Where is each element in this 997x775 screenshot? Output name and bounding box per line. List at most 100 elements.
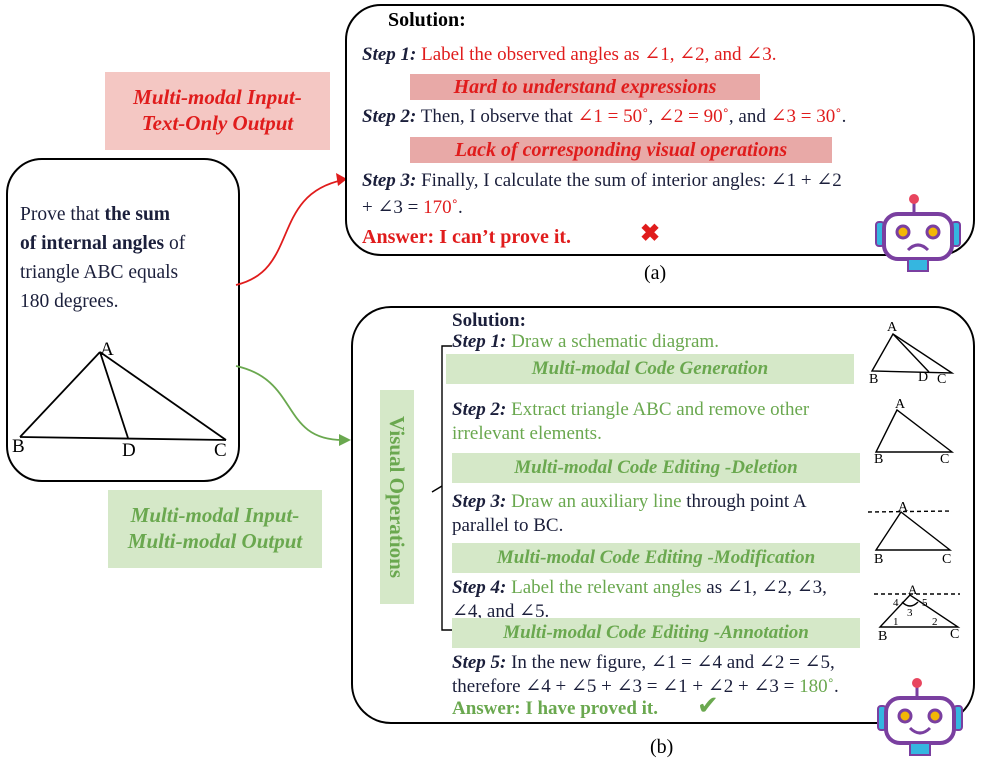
fig2-label-a: A: [895, 397, 906, 412]
panel-b-band-code-editing-deletion: Multi-modal Code Editing -Deletion: [452, 453, 860, 483]
panel-b-step3: Step 3: Draw an auxiliary line through p…: [452, 490, 807, 538]
happy-robot-icon: [877, 678, 963, 756]
panel-a-step3-line2-pre: + ∠3 =: [362, 197, 424, 218]
panel-a-caption: (a): [644, 262, 667, 284]
label-text-only-line2: Text-Only Output: [141, 111, 294, 135]
label-text-only-output: Multi-modal Input- Text-Only Output: [105, 72, 330, 150]
panel-b-solution-label: Solution:: [452, 310, 526, 331]
panel-b-step4-line2: ∠4, and ∠5.: [452, 601, 550, 622]
fig4-label-b: B: [878, 629, 888, 644]
arrow-to-panel-b: [235, 365, 344, 441]
panel-b-answer: Answer: I have proved it.: [452, 698, 659, 719]
visual-operations-label: Visual Operations: [380, 390, 414, 604]
panel-a-step3-line2-red: 170˚: [423, 197, 458, 218]
panel-a-step3: Step 3: Finally, I calculate the sum of …: [362, 167, 842, 221]
panel-b-step5: Step 5: In the new figure, ∠1 = ∠4 and ∠…: [452, 651, 839, 699]
question-line3: triangle ABC equals: [20, 262, 179, 283]
label-multimodal-line1: Multi-modal Input-: [130, 503, 300, 527]
check-icon: ✔: [697, 691, 719, 720]
panel-b-step2-line1: Extract triangle ABC and remove other: [511, 399, 810, 420]
label-multimodal-output: Multi-modal Input- Multi-modal Output: [108, 490, 322, 568]
question-line4: 180 degrees.: [20, 291, 119, 312]
fig1-label-d: D: [918, 370, 929, 385]
fig4-label-5: 5: [922, 597, 928, 609]
fig4-label-c: C: [950, 627, 960, 642]
panel-a-band-lack-visual-ops: Lack of corresponding visual operations: [410, 137, 832, 163]
panel-b-step1: Step 1: Draw a schematic diagram.: [452, 330, 719, 354]
panel-b-step3-label: Step 3:: [452, 491, 507, 512]
question-line2-bold: of internal angles: [20, 233, 165, 254]
fig4-label-a: A: [908, 582, 918, 597]
panel-b-step4-label: Step 4:: [452, 577, 507, 598]
panel-a-step3-text: Finally, I calculate the sum of interior…: [421, 170, 842, 191]
question-label-c: C: [214, 440, 227, 461]
panel-b-step1-label: Step 1:: [452, 331, 507, 352]
panel-b-band-code-editing-annotation: Multi-modal Code Editing -Annotation: [452, 618, 860, 648]
question-line2-post: of: [164, 233, 186, 254]
fig1-label-b: B: [869, 372, 879, 387]
fig2-label-c: C: [940, 452, 950, 467]
panel-b-step2: Step 2: Extract triangle ABC and remove …: [452, 398, 809, 446]
cross-icon: ✖: [640, 221, 661, 247]
panel-b-step2-line2: irrelevant elements.: [452, 423, 602, 444]
panel-b-step5-line2-end: .: [833, 676, 839, 697]
panel-a-step2: Step 2: Then, I observe that ∠1 = 50˚, ∠…: [362, 105, 846, 129]
panel-b-step5-label: Step 5:: [452, 652, 507, 673]
panel-b-step4: Step 4: Label the relevant angles as ∠1,…: [452, 576, 827, 624]
fig3-label-b: B: [874, 552, 884, 567]
panel-a-step2-end: .: [841, 106, 847, 127]
panel-a-band-hard-expressions: Hard to understand expressions: [410, 74, 760, 100]
arrow-to-panel-a: [235, 179, 344, 286]
question-line1-bold: the sum: [104, 204, 171, 225]
fig3-label-a: A: [898, 500, 909, 515]
panel-a-step1-text: Label the observed angles as ∠1, ∠2, and…: [421, 44, 777, 65]
label-text-only-line1: Multi-modal Input-: [133, 85, 302, 109]
panel-a-step2-sep2: , and: [728, 106, 771, 127]
panel-b-step3-green: Draw an auxiliary line: [511, 491, 682, 512]
question-label-a: A: [100, 339, 114, 360]
fig2-label-b: B: [874, 452, 884, 467]
question-text: Prove that the sum of internal angles of…: [20, 200, 185, 316]
panel-a-step2-angle1: ∠1 = 50˚: [577, 106, 649, 127]
fig4-label-3: 3: [907, 607, 913, 619]
label-multimodal-line2: Multi-modal Output: [127, 529, 303, 553]
arrow-head-green: [339, 434, 351, 446]
fig4-label-1: 1: [893, 616, 899, 628]
panel-a-step1: Step 1: Label the observed angles as ∠1,…: [362, 43, 776, 67]
panel-b-step3-line2: parallel to BC.: [452, 515, 564, 536]
panel-a-step2-label: Step 2:: [362, 106, 417, 127]
panel-a-step2-pre: Then, I observe that: [420, 106, 578, 127]
panel-b-caption: (b): [650, 736, 674, 758]
panel-a-step2-angle2: ∠2 = 90˚: [657, 106, 729, 127]
panel-a-step3-line2-end: .: [457, 197, 463, 218]
fig1-label-a: A: [887, 320, 898, 335]
fig4-label-4: 4: [893, 597, 899, 609]
panel-a-answer: Answer: I can’t prove it.: [362, 226, 572, 248]
panel-b-step5-line2-green: 180˚: [799, 676, 834, 697]
panel-b-step3-post: through point A: [681, 491, 807, 512]
panel-b-band-code-generation: Multi-modal Code Generation: [446, 354, 854, 384]
panel-a-solution-label: Solution:: [388, 9, 466, 31]
arrow-head-red: [336, 173, 347, 186]
panel-b-step2-label: Step 2:: [452, 399, 507, 420]
panel-b-step4-green: Label the relevant angles: [511, 577, 702, 598]
panel-a-step2-sep1: ,: [648, 106, 658, 127]
panel-a-step3-label: Step 3:: [362, 170, 417, 191]
question-line1-pre: Prove that: [20, 204, 105, 225]
sad-robot-icon: [875, 194, 961, 272]
panel-b-step4-post: as ∠1, ∠2, ∠3,: [701, 577, 827, 598]
panel-a-step2-angle3: ∠3 = 30˚: [770, 106, 842, 127]
panel-a-step1-label: Step 1:: [362, 44, 417, 65]
panel-b-step5-line2-pre: therefore ∠4 + ∠5 + ∠3 = ∠1 + ∠2 + ∠3 =: [452, 676, 800, 697]
question-box: [6, 158, 240, 482]
question-label-b: B: [12, 436, 25, 457]
panel-a-box: [345, 4, 975, 256]
fig3-label-c: C: [942, 552, 952, 567]
fig1-label-c: C: [937, 372, 947, 387]
question-label-d: D: [122, 440, 136, 461]
panel-b-step5-line1: In the new figure, ∠1 = ∠4 and ∠2 = ∠5,: [511, 652, 835, 673]
panel-b-band-code-editing-modification: Multi-modal Code Editing -Modification: [452, 543, 860, 573]
